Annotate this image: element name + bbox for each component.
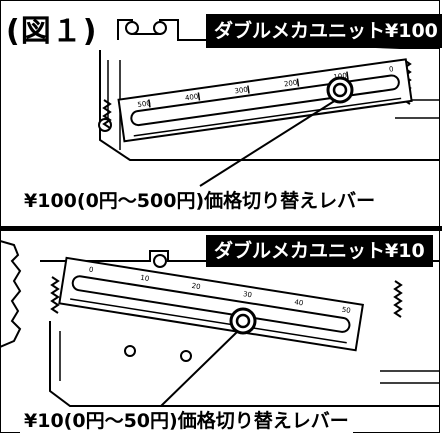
scale-mark: 200 [284, 79, 298, 89]
scale-mark: 0 [388, 65, 394, 74]
lever-caption-10: ¥10(0円～50円)価格切り替えレバー [20, 407, 353, 435]
scale-mark: 0 [88, 266, 94, 275]
lever-bar-100: 500 400 300 200 100 0 [117, 58, 413, 143]
scale-mark: 300 [234, 86, 248, 96]
mechanism-drawing-10: 0 10 20 30 40 50 [0, 240, 440, 408]
scale-mark: 50 [341, 306, 351, 315]
scale-mark: 500 [137, 99, 151, 109]
scale-mark: 40 [294, 298, 304, 307]
scale-mark: 400 [184, 93, 198, 103]
unit-badge-100: ダブルメカユニット¥100 [206, 14, 442, 48]
panel-100-yen: 500 400 300 200 100 0 (図１) ダブルメカユニット¥100… [6, 14, 442, 215]
scale-mark: 10 [140, 274, 150, 283]
mechanism-drawing-100: 500 400 300 200 100 0 [98, 19, 440, 187]
leader-line-10 [159, 330, 239, 408]
scale-mark: 20 [191, 282, 201, 291]
panel-10-yen: 0 10 20 30 40 50 ダブルメカユニット¥10 ¥10(0円～50円… [0, 231, 442, 435]
figure-label: (図１) [6, 14, 98, 49]
lever-bar-10: 0 10 20 30 40 50 [58, 256, 364, 352]
leader-line-100 [199, 99, 337, 187]
panel-divider [0, 226, 442, 231]
lever-caption-100: ¥100(0円～500円)価格切り替えレバー [20, 187, 380, 215]
scale-mark: 30 [242, 290, 252, 299]
unit-badge-10: ダブルメカユニット¥10 [206, 235, 433, 267]
